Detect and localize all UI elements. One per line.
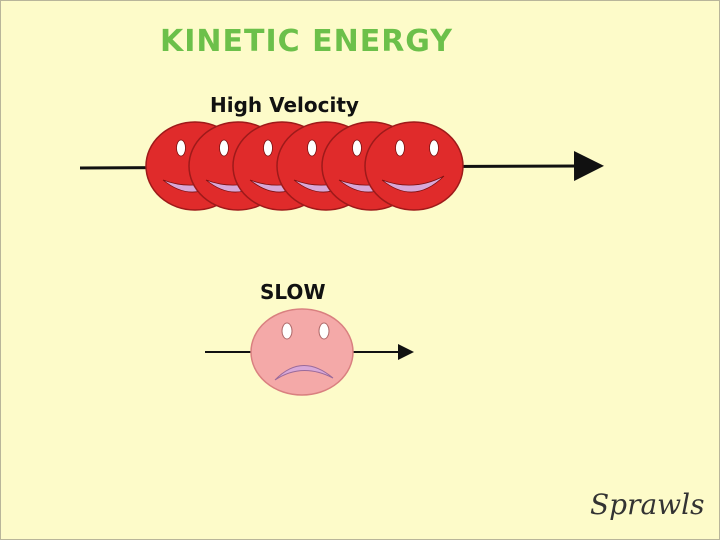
slow-ball-frown <box>274 365 334 381</box>
fast-ball-eye <box>263 139 273 157</box>
slow-ball-body <box>250 308 354 396</box>
slow-ball <box>250 308 354 396</box>
fast-ball-eye <box>352 139 362 157</box>
fast-ball-eye <box>219 139 229 157</box>
slide-title: KINETIC ENERGY <box>160 24 453 59</box>
fast-ball <box>364 121 464 211</box>
fast-ball-eye <box>176 139 186 157</box>
high-velocity-label: High Velocity <box>210 93 359 117</box>
slow-label: SLOW <box>260 280 326 304</box>
fast-ball-body <box>364 121 464 211</box>
fast-ball-smile <box>381 175 445 193</box>
slow-ball-left-eye <box>281 322 293 340</box>
slow-ball-right-eye <box>318 322 330 340</box>
fast-ball-eye <box>307 139 317 157</box>
author-signature: Sprawls <box>590 488 705 521</box>
fast-ball-group <box>145 121 464 211</box>
fast-ball-eye <box>429 139 439 157</box>
fast-ball-eye <box>395 139 405 157</box>
